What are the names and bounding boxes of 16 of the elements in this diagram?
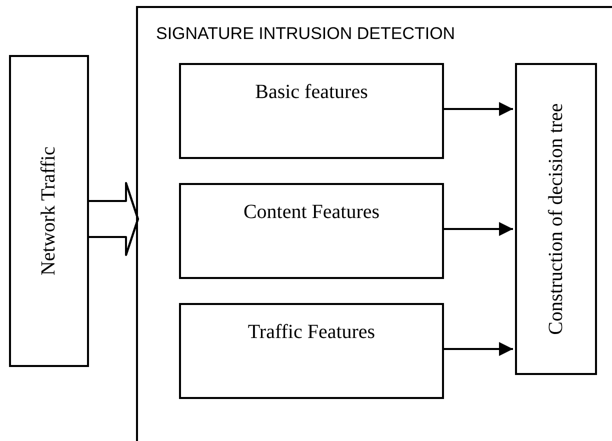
process-box bbox=[179, 183, 444, 279]
process-box bbox=[179, 303, 444, 399]
box-label: Content Features bbox=[242, 200, 381, 225]
block-arrow bbox=[87, 182, 139, 256]
box-label: Construction of decision tree bbox=[544, 103, 568, 335]
group-frame bbox=[136, 6, 612, 441]
group-title: SIGNATURE INTRUSION DETECTION bbox=[156, 23, 456, 45]
box-label: Network Traffic bbox=[37, 146, 61, 276]
box-label: Traffic Features bbox=[246, 320, 376, 345]
process-box bbox=[9, 55, 89, 367]
process-box bbox=[179, 63, 444, 159]
box-label: Basic features bbox=[254, 80, 369, 105]
arrow bbox=[442, 102, 513, 116]
arrow bbox=[442, 342, 513, 356]
process-box bbox=[515, 63, 597, 375]
arrow bbox=[442, 222, 513, 236]
